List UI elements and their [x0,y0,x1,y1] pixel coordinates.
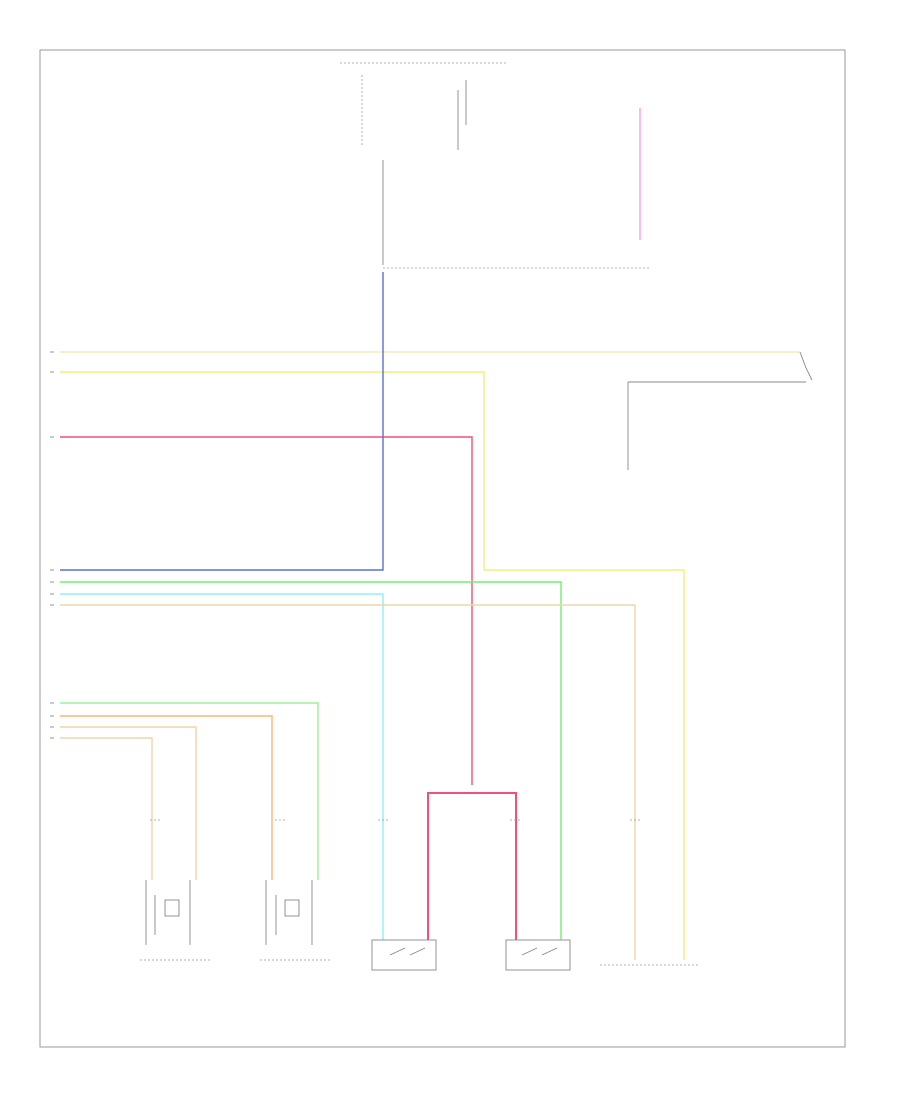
switch-upper-right [799,351,813,381]
wire-blue [60,272,384,571]
wire-red-loop [427,792,517,940]
wire-light-blue [60,593,384,940]
buckle-switch-right [505,939,571,971]
wire-red [60,436,473,785]
wire-orange-seat [60,715,273,880]
diagram-frame [39,49,846,1048]
seat-switch-right [260,880,330,961]
wire-yellow [60,371,685,960]
wire-tan-bus [60,604,636,960]
wire-green-bus [60,581,562,940]
seat-switch-left [140,880,210,961]
wire-light-green-seat [60,702,319,880]
wire-peach-seat [60,726,197,880]
wire-tan-seat [60,737,153,880]
left-pin-ticks [50,351,54,739]
buckle-switch-left [371,939,437,971]
